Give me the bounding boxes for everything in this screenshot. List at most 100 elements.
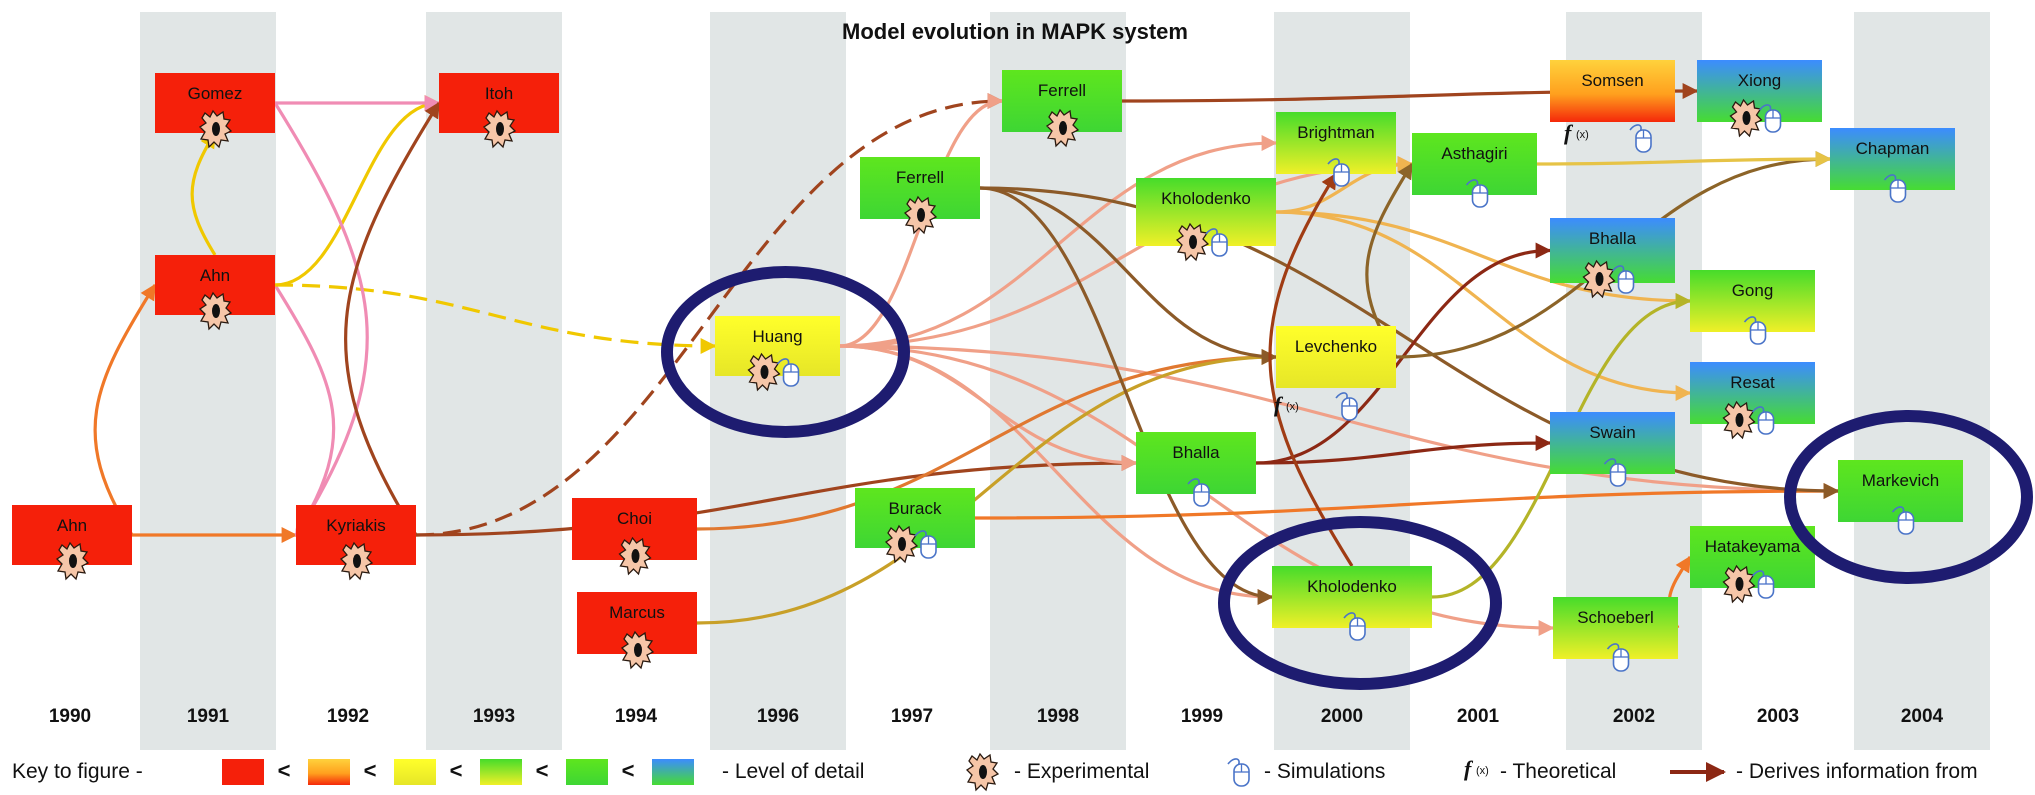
- experimental-icon: [55, 541, 90, 581]
- node-ahn-1990[interactable]: Ahn: [12, 505, 132, 581]
- node-kyriakis-1992[interactable]: Kyriakis: [296, 505, 416, 581]
- node-label: Gong: [1732, 281, 1774, 300]
- experimental-icon: [339, 541, 374, 581]
- node-hatakeyama-2003[interactable]: Hatakeyama: [1690, 526, 1815, 604]
- key-less-than: <: [450, 758, 463, 783]
- node-resat-2003[interactable]: Resat: [1690, 362, 1815, 440]
- arrow-kyriakis-to-itoh: [344, 101, 441, 536]
- experimental-icon: [618, 536, 652, 576]
- arrow-burack-to-markevich: [974, 483, 1840, 520]
- node-chapman-2004[interactable]: Chapman: [1830, 128, 1955, 203]
- year-label-1994: 1994: [615, 706, 658, 727]
- node-label: Ahn: [57, 516, 87, 535]
- highlight-circle-huang-1996: [661, 266, 910, 438]
- simulation-icon: [1751, 406, 1775, 435]
- node-box: [1550, 218, 1675, 283]
- node-schoeberl-2002[interactable]: Schoeberl: [1553, 597, 1678, 672]
- node-label: Kholodenko: [1161, 189, 1251, 208]
- simulation-icon: [1883, 174, 1907, 203]
- node-asthagiri-2001[interactable]: Asthagiri: [1412, 133, 1537, 208]
- experimental-icon: [1722, 400, 1756, 440]
- key-simulations-label: - Simulations: [1264, 760, 1385, 783]
- arrow-gomez-to-kyriakis: [273, 102, 369, 537]
- node-box: [1838, 460, 1963, 522]
- key-theoretical-label: - Theoretical: [1500, 760, 1616, 783]
- key-detail-label: - Level of detail: [722, 760, 864, 783]
- experimental-icon: [1722, 564, 1756, 604]
- svg-text:f: f: [1564, 120, 1574, 145]
- node-bhalla-2002[interactable]: Bhalla: [1550, 218, 1675, 299]
- arrow-kyriakis-to-bhalla1999: [415, 455, 1138, 537]
- node-ferrell-1998[interactable]: Ferrell: [1002, 70, 1122, 148]
- node-label: Asthagiri: [1441, 144, 1507, 163]
- node-box: [1830, 128, 1955, 190]
- simulation-icon: [1187, 478, 1210, 507]
- node-label: Bhalla: [1589, 229, 1637, 248]
- node-label: Gomez: [188, 84, 243, 103]
- year-label-2002: 2002: [1613, 706, 1655, 727]
- node-box: [1276, 326, 1396, 388]
- node-box: [1690, 526, 1815, 588]
- node-box: [1412, 133, 1537, 195]
- simulation-icon: [1891, 506, 1915, 535]
- year-label-1990: 1990: [49, 706, 91, 727]
- simulation-icon: [1335, 392, 1358, 421]
- node-ferrell-1997[interactable]: Ferrell: [860, 157, 980, 235]
- year-label-2000: 2000: [1321, 706, 1363, 727]
- theoretical-icon: f(x): [1274, 392, 1299, 417]
- key-swatch-green-yellow: [480, 759, 522, 785]
- node-swain-2002[interactable]: Swain: [1550, 412, 1675, 487]
- node-box: [1550, 60, 1675, 122]
- node-label: Bhalla: [1172, 443, 1220, 462]
- node-somsen-2002[interactable]: Somsen f(x): [1550, 60, 1675, 153]
- node-itoh-1993[interactable]: Itoh: [439, 73, 559, 149]
- node-bhalla-1999[interactable]: Bhalla: [1136, 432, 1256, 507]
- simulation-icon: [776, 358, 800, 387]
- simulation-icon: [1205, 228, 1228, 257]
- node-huang-1996[interactable]: Huang: [715, 316, 840, 392]
- node-xiong-2003[interactable]: Xiong: [1697, 60, 1822, 138]
- node-label: Somsen: [1581, 71, 1643, 90]
- arrow-ahn1991-to-gomez: [190, 131, 217, 256]
- node-gong-2003[interactable]: Gong: [1690, 270, 1815, 345]
- experimental-icon: [1729, 98, 1763, 138]
- arrow-huang-to-markevich: [839, 344, 1840, 499]
- figure-key: Key to figure -<<<<<- Level of detail- E…: [12, 752, 1978, 792]
- arrow-ferrell1997-to-kholodenko2000: [979, 186, 1274, 605]
- arrow-ahn1990-to-ahn1991: [93, 283, 157, 536]
- arrow-kyriakis-to-ferrell1998: [415, 93, 1004, 537]
- node-choi-1994[interactable]: Choi: [572, 498, 697, 576]
- node-burack-1997[interactable]: Burack: [855, 488, 975, 564]
- year-label-1992: 1992: [327, 706, 369, 727]
- key-derives-label: - Derives information from: [1736, 760, 1978, 783]
- key-label: Key to figure -: [12, 760, 143, 783]
- node-kholodenko-2000[interactable]: Kholodenko: [1272, 566, 1432, 641]
- simulation-icon: [1743, 316, 1767, 345]
- node-markevich-2004[interactable]: Markevich: [1838, 460, 1963, 535]
- node-ahn-1991[interactable]: Ahn: [155, 255, 275, 331]
- model-nodes: AhnGomezAhnKyriakisItohChoiMarcusHuangFe…: [12, 60, 1963, 672]
- simulation-icon: [1751, 570, 1775, 599]
- arrow-ahn1991-to-huang: [274, 283, 717, 354]
- node-label: Marcus: [609, 603, 665, 622]
- key-swatch-green: [566, 759, 608, 785]
- node-label: Choi: [617, 509, 652, 528]
- key-swatch-blue: [652, 759, 694, 785]
- year-label-2003: 2003: [1757, 706, 1799, 727]
- node-box: [1276, 112, 1396, 174]
- node-kholodenko-1999[interactable]: Kholodenko: [1136, 178, 1276, 262]
- node-marcus-1994[interactable]: Marcus: [577, 592, 697, 670]
- node-label: Ferrell: [896, 168, 944, 187]
- year-label-2004: 2004: [1901, 706, 1944, 727]
- node-label: Markevich: [1862, 471, 1939, 490]
- node-brightman-2000[interactable]: Brightman: [1276, 112, 1396, 187]
- svg-text:(x): (x): [1576, 129, 1589, 141]
- node-label: Swain: [1589, 423, 1635, 442]
- arrow-asthagiri-to-chapman: [1536, 151, 1832, 168]
- year-band-1996: [710, 12, 846, 750]
- node-gomez-1991[interactable]: Gomez: [155, 73, 275, 149]
